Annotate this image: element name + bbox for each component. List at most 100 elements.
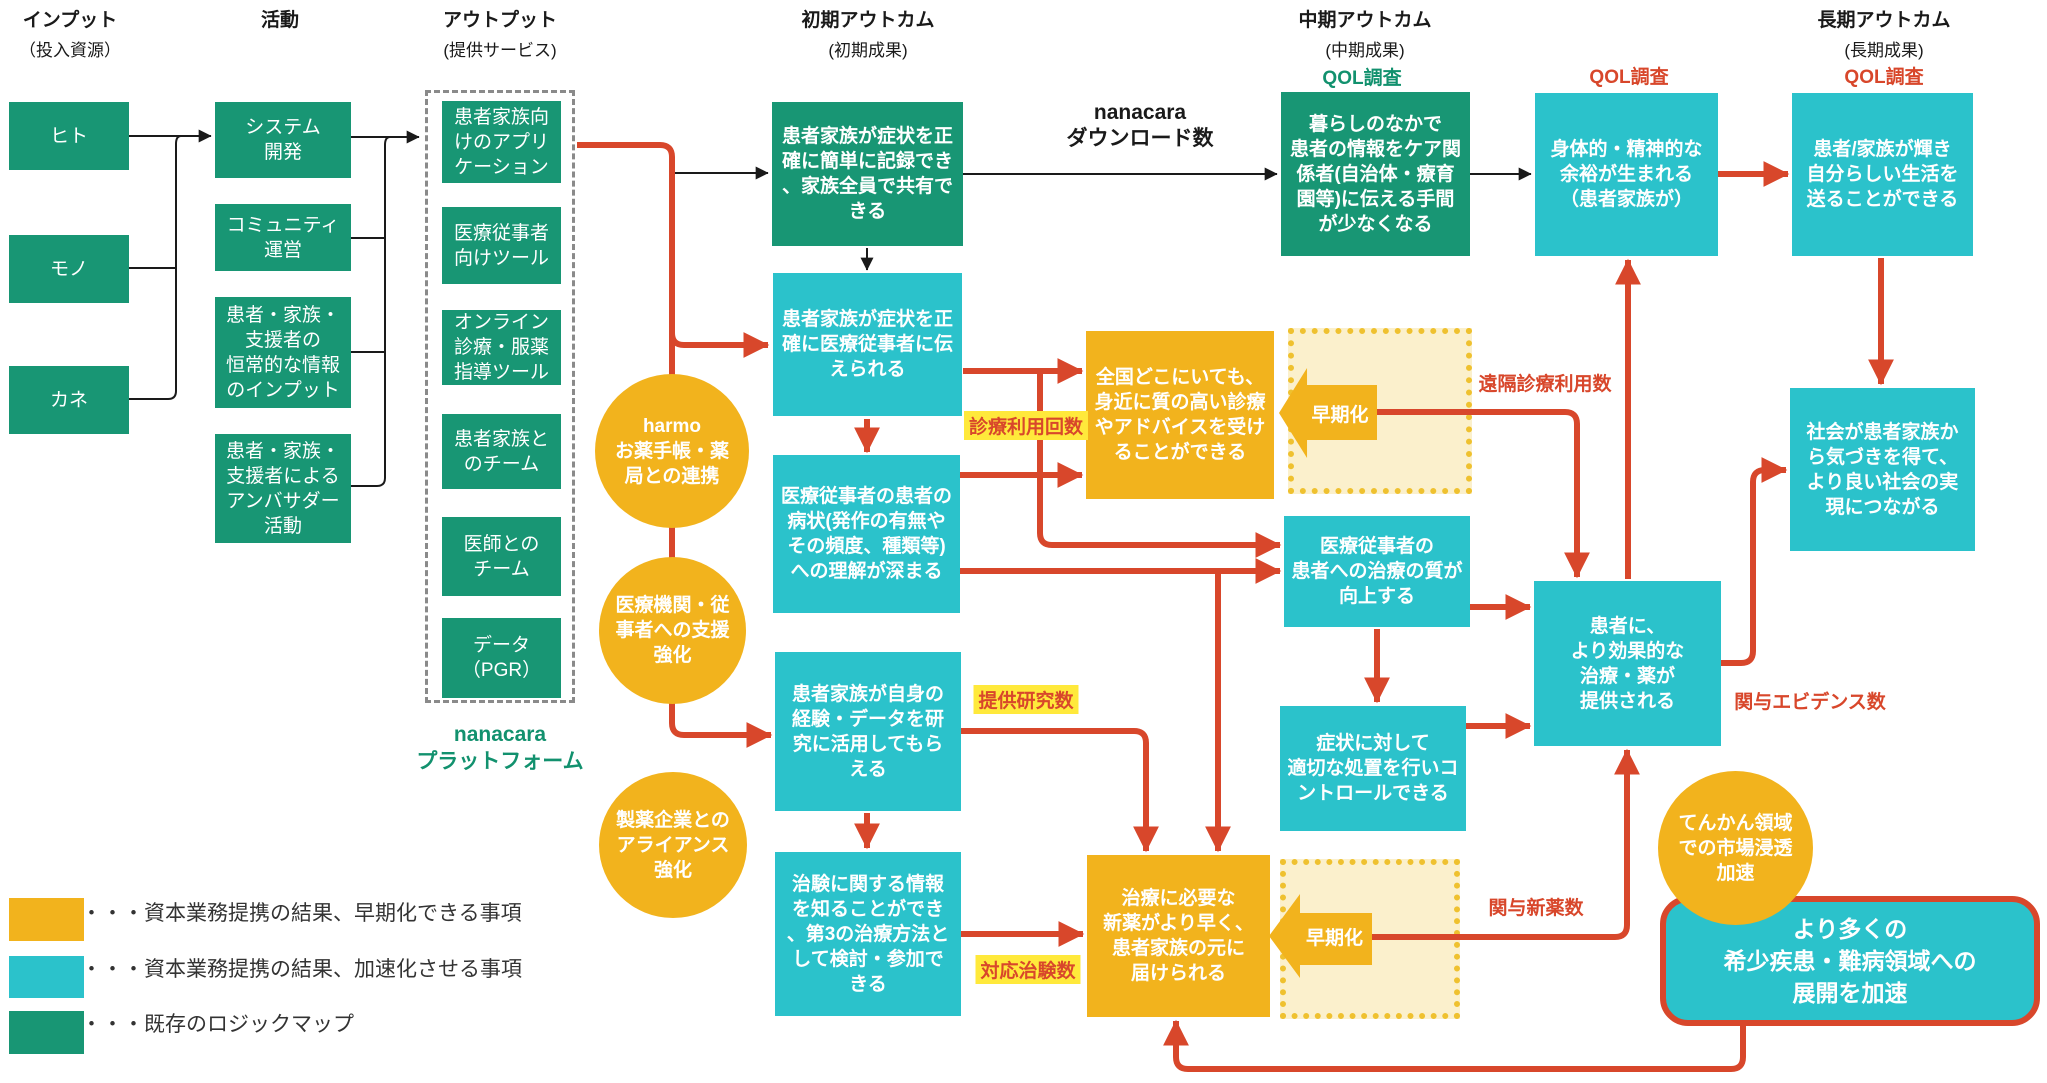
node-text: 医療従事者 向けツール xyxy=(453,222,549,269)
arrow-expansion-feedback-to-new-drug xyxy=(1163,1014,1746,1072)
node-text: 医療機関・従 事者への支援 強化 xyxy=(615,595,730,666)
column-subtitle: (初期成果) xyxy=(828,41,908,60)
node-early-understanding: 医療従事者の患者の 病状(発作の有無や その頻度、種類等) への理解が深まる xyxy=(773,455,960,613)
metric-label-new-drugs: 関与新薬数 xyxy=(1488,898,1584,919)
column-header-late-outcome: 長期アウトカム (長期成果) xyxy=(1817,5,1950,61)
node-text: ヒト xyxy=(49,125,88,147)
node-activity-ambassador: 患者・家族・ 支援者による アンバサダー 活動 xyxy=(215,434,351,543)
node-late-own-life: 患者/家族が輝き 自分らしい生活を 送ることができる xyxy=(1792,93,1973,256)
node-mid-new-drug-delivery: 治療に必要な 新薬がより早く、 患者家族の元に 届けられる xyxy=(1087,855,1270,1017)
arrow-telemedicine-to-effective-treatment xyxy=(1377,409,1590,579)
node-text: オンライン 診療・服薬 指導ツール xyxy=(453,312,549,383)
node-text: 社会が患者家族か ら気づきを得て、 より良い社会の実 現につながる xyxy=(1806,421,1959,518)
node-text: 治験に関する情報 を知ることができ 、第3の治療方法と して検討・参加で きる xyxy=(786,873,950,995)
node-text: 患者に、 より効果的な 治療・薬が 提供される xyxy=(1570,615,1685,712)
legend-swatch-cyan xyxy=(9,956,84,998)
column-subtitle: (中期成果) xyxy=(1325,41,1405,60)
node-early-record-share: 患者家族が症状を正 確に簡単に記録でき 、家族全員で共有で きる xyxy=(772,102,963,246)
node-mid-care-info-sharing: 暮らしのなかで 患者の情報をケア関 係者(自治体・療育 園等)に伝える手間 が少… xyxy=(1281,92,1470,256)
node-mid-symptom-control: 症状に対して 適切な処置を行いコ ントロールできる xyxy=(1280,706,1466,831)
node-text: カネ xyxy=(49,389,88,411)
node-input-money: カネ xyxy=(9,366,129,434)
legend-swatch-yellow xyxy=(9,898,84,941)
node-text: より多くの 希少疾患・難病領域への 展開を加速 xyxy=(1723,916,1977,1006)
node-text: 患者家族が自身の 経験・データを研 究に活用してもら える xyxy=(791,683,944,780)
node-text: 治療に必要な 新薬がより早く、 患者家族の元に 届けられる xyxy=(1103,888,1254,984)
qol-survey-label-late2: QOL調査 xyxy=(1844,67,1924,88)
node-text: 患者・家族・ 支援者による アンバサダー 活動 xyxy=(225,440,340,537)
node-mid-effective-treatment: 患者に、 より効果的な 治療・薬が 提供される xyxy=(1534,581,1721,746)
node-text: 早期化 xyxy=(1311,404,1369,426)
node-output-data-pgr: データ （PGR） xyxy=(442,618,561,698)
node-text: 身体的・精神的な 余裕が生まれる （患者家族が） xyxy=(1550,139,1703,210)
node-text: 症状に対して 適切な処置を行いコ ントロールできる xyxy=(1287,733,1459,804)
node-text: てんかん領域 での市場浸透 加速 xyxy=(1678,812,1793,884)
node-early-research-use: 患者家族が自身の 経験・データを研 究に活用してもら える xyxy=(775,652,961,811)
node-output-family-team: 患者家族と のチーム xyxy=(442,414,561,489)
circle-harmo-pharmacy: harmo お薬手帳・薬 局との連携 xyxy=(595,374,749,528)
node-text: 早期化 xyxy=(1305,927,1363,949)
column-header-mid-outcome: 中期アウトカム (中期成果) xyxy=(1298,5,1431,61)
node-text: 医師との チーム xyxy=(463,533,540,580)
column-title: 活動 xyxy=(260,10,300,31)
metric-label-trials-supported: 対応治験数 xyxy=(975,955,1081,984)
node-text: 医療従事者の 患者への治療の質が 向上する xyxy=(1291,536,1463,607)
line-activities-trunk xyxy=(351,136,391,487)
node-input-people: ヒト xyxy=(9,102,129,170)
legend-text-yellow: ・・・資本業務提携の結果、早期化できる事項 xyxy=(81,902,522,925)
metric-label-evidence: 関与エビデンス数 xyxy=(1734,692,1886,713)
column-header-output: アウトプット (提供サービス) xyxy=(443,5,557,61)
column-title: アウトプット xyxy=(442,10,558,31)
node-text: 患者家族が症状を正 確に簡単に記録でき 、家族全員で共有で きる xyxy=(781,126,953,222)
arrow-new-drugs-to-effective-treatment xyxy=(1372,748,1640,940)
node-text: 患者・家族・ 支援者の 恒常的な情報 のインプット xyxy=(225,304,340,401)
node-output-family-app: 患者家族向 けのアプリ ケーション xyxy=(442,101,561,183)
circle-epilepsy-market: てんかん領域 での市場浸透 加速 xyxy=(1658,771,1813,925)
node-late-physical-mental-room: 身体的・精神的な 余裕が生まれる （患者家族が） xyxy=(1535,93,1718,256)
node-late-better-society: 社会が患者家族か ら気づきを得て、 より良い社会の実 現につながる xyxy=(1790,388,1975,551)
node-text: 患者家族が症状を正 確に医療従事者に伝 えられる xyxy=(781,309,953,380)
node-input-goods: モノ xyxy=(9,235,129,303)
column-subtitle: (長期成果) xyxy=(1844,41,1924,60)
node-text: コミュニティ 運営 xyxy=(226,214,340,261)
metric-label-research-provided: 提供研究数 xyxy=(973,685,1079,714)
arrow-branch-to-treatment-quality xyxy=(1037,371,1282,558)
column-title: 初期アウトカム xyxy=(801,10,935,31)
output-platform-dashed-frame xyxy=(425,90,575,703)
node-activity-system-dev: システム 開発 xyxy=(215,102,351,178)
metric-label-telemedicine-use: 遠隔診療利用数 xyxy=(1478,374,1612,395)
circle-medical-support: 医療機関・従 事者への支援 強化 xyxy=(599,557,746,704)
legend-swatch-green xyxy=(9,1011,84,1054)
column-subtitle: (提供サービス) xyxy=(443,41,557,60)
node-output-medical-tool: 医療従事者 向けツール xyxy=(442,207,561,284)
column-subtitle: （投入資源） xyxy=(19,41,121,60)
node-early-clinical-trial-info: 治験に関する情報 を知ることができ 、第3の治療方法と して検討・参加で きる xyxy=(775,852,961,1016)
legend-text-cyan: ・・・資本業務提携の結果、加速化させる事項 xyxy=(81,958,522,981)
column-header-input: インプット （投入資源） xyxy=(19,5,121,61)
node-mid-treatment-quality: 医療従事者の 患者への治療の質が 向上する xyxy=(1284,516,1470,627)
node-mid-quality-care-anywhere: 全国どこにいても、 身近に質の高い診療 やアドバイスを受け ることができる xyxy=(1086,331,1274,499)
arrow-app-to-tell-medical xyxy=(669,330,770,358)
node-text: 患者/家族が輝き 自分らしい生活を 送ることができる xyxy=(1806,139,1959,210)
node-activity-community: コミュニティ 運営 xyxy=(215,204,351,271)
node-text: harmo お薬手帳・薬 局との連携 xyxy=(614,415,729,487)
column-header-early-outcome: 初期アウトカム (初期成果) xyxy=(801,5,934,61)
node-text: 製薬企業との アライアンス 強化 xyxy=(616,809,730,881)
node-activity-info-input: 患者・家族・ 支援者の 恒常的な情報 のインプット xyxy=(215,297,351,408)
node-early-tell-medical: 患者家族が症状を正 確に医療従事者に伝 えられる xyxy=(773,273,962,416)
black-connector-group xyxy=(129,129,1532,487)
nanacara-platform-label: nanacara プラットフォーム xyxy=(416,723,584,773)
qol-survey-label-late1: QOL調査 xyxy=(1589,67,1669,88)
node-text: モノ xyxy=(49,258,88,280)
column-title: 長期アウトカム xyxy=(1817,10,1951,31)
arrow-research-use-to-new-drug xyxy=(961,728,1159,853)
circle-pharma-alliance: 製薬企業との アライアンス 強化 xyxy=(599,772,747,918)
node-output-doctor-team: 医師との チーム xyxy=(442,517,561,596)
node-text: 患者家族と のチーム xyxy=(453,428,549,475)
column-header-activity: 活動 xyxy=(261,5,299,32)
node-text: システム 開発 xyxy=(245,117,321,163)
node-text: 医療従事者の患者の 病状(発作の有無や その頻度、種類等) への理解が深まる xyxy=(780,486,952,582)
column-title: インプット xyxy=(22,10,118,31)
node-text: 全国どこにいても、 身近に質の高い診療 やアドバイスを受け ることができる xyxy=(1094,367,1266,463)
